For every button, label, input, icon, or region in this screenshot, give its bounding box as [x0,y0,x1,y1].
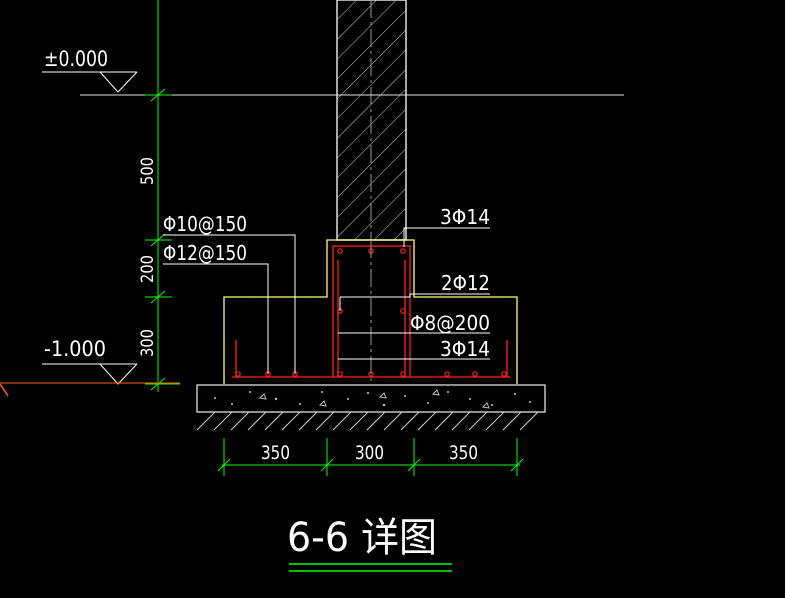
label-2phi12: 2Φ12 [441,271,490,295]
dim-350-left: 350 [261,442,290,464]
elevation-top: ±0.000 [42,47,138,93]
elevation-bottom: -1.000 [42,337,138,385]
dim-300-mid: 300 [355,442,384,464]
label-top-3phi14: 3Φ14 [440,205,490,229]
vertical-dimension [145,0,180,392]
label-phi10-150: Φ10@150 [163,212,247,236]
elevation-bottom-label: -1.000 [44,337,106,361]
leader-lines [163,227,490,374]
reinforcement [232,245,510,378]
section-mark [0,383,9,397]
dim-350-right: 350 [449,442,478,464]
dim-500: 500 [138,157,158,185]
column [336,0,407,241]
label-bottom-3phi14: 3Φ14 [440,337,490,361]
horizontal-dimension [217,438,524,476]
drawing-title: 6-6 详图 [287,515,437,561]
dim-200: 200 [138,255,158,283]
elevation-top-label: ±0.000 [44,47,108,71]
soil [196,411,539,431]
label-phi8-200: Φ8@200 [410,311,490,335]
blinding-layer [196,384,546,413]
dim-300: 300 [138,329,158,357]
label-phi12-150: Φ12@150 [163,241,247,265]
